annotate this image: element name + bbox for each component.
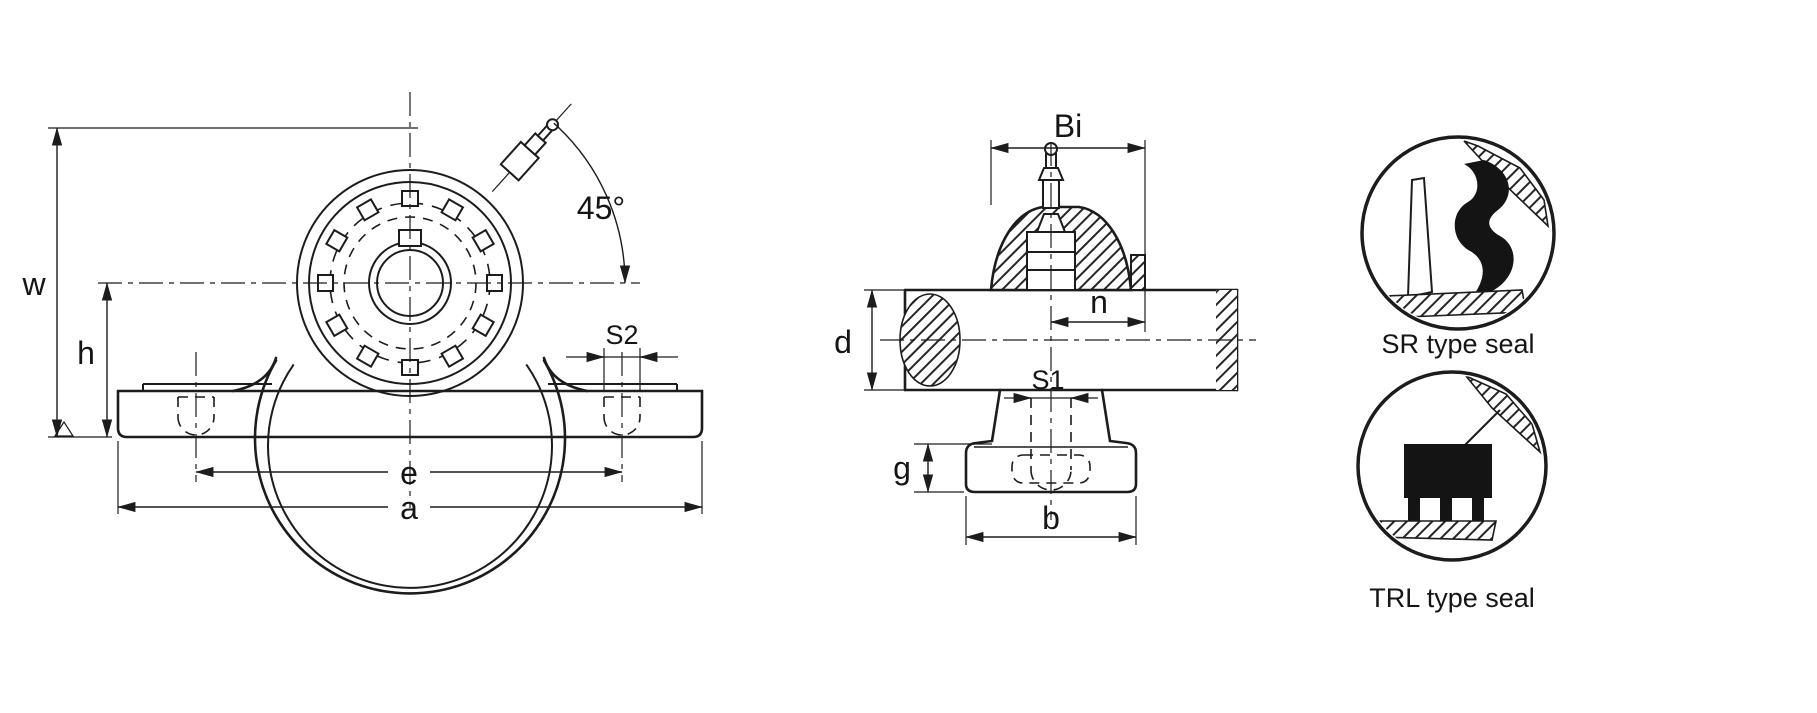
inner-ring-collar xyxy=(1130,254,1146,291)
housing-inner-arc xyxy=(267,363,553,589)
bolt-slot-right xyxy=(603,352,641,482)
dimension-g: g xyxy=(893,443,992,493)
dimension-s2: S2 xyxy=(566,320,678,392)
dim-label-h: h xyxy=(77,335,95,371)
dimension-n: n xyxy=(1050,284,1146,328)
housing-right-fillet xyxy=(542,356,589,393)
front-view: 45° w h e a xyxy=(21,92,704,595)
housing-outer-arc xyxy=(253,359,567,595)
angle-arc xyxy=(553,122,631,284)
dim-label-bi: Bi xyxy=(1054,108,1082,144)
dim-label-d: d xyxy=(834,324,852,360)
dimension-bi: Bi xyxy=(990,108,1146,332)
housing-left-fillet xyxy=(231,356,278,393)
dimension-e: e xyxy=(195,455,623,491)
dim-label-n: n xyxy=(1090,284,1108,320)
dimension-h: h xyxy=(77,282,113,438)
side-view: Bi n d S1 g xyxy=(834,108,1256,545)
trl-seal-caption: TRL type seal xyxy=(1369,583,1535,613)
bolt-slot-left xyxy=(177,352,215,482)
locknut-top xyxy=(1035,213,1067,233)
dimension-w: w xyxy=(21,127,418,438)
trl-spring-link xyxy=(1461,409,1501,449)
trl-seal-section xyxy=(1374,375,1542,541)
dim-label-b: b xyxy=(1042,500,1060,536)
dim-label-a: a xyxy=(400,490,418,526)
dimension-s1: S1 xyxy=(1004,365,1098,404)
dim-label-w: w xyxy=(21,266,46,302)
grease-fitting xyxy=(491,103,572,192)
sr-seal-caption: SR type seal xyxy=(1381,329,1534,359)
dim-label-s1: S1 xyxy=(1031,365,1064,395)
base-outline xyxy=(116,389,704,439)
dimension-d: d xyxy=(834,289,908,391)
dim-label-s2: S2 xyxy=(605,320,638,350)
datum-triangle xyxy=(53,420,75,437)
dimension-b: b xyxy=(965,496,1137,545)
seal-details: SR type seal TRL type seal xyxy=(1356,135,1556,613)
dimension-a: a xyxy=(117,441,703,526)
trl-seal-detail: TRL type seal xyxy=(1356,370,1548,613)
angle-label: 45° xyxy=(577,190,625,226)
dim-label-g: g xyxy=(893,450,911,486)
sr-seal-detail: SR type seal xyxy=(1360,135,1556,359)
sr-slinger xyxy=(1406,176,1434,299)
dim-label-e: e xyxy=(400,455,418,491)
